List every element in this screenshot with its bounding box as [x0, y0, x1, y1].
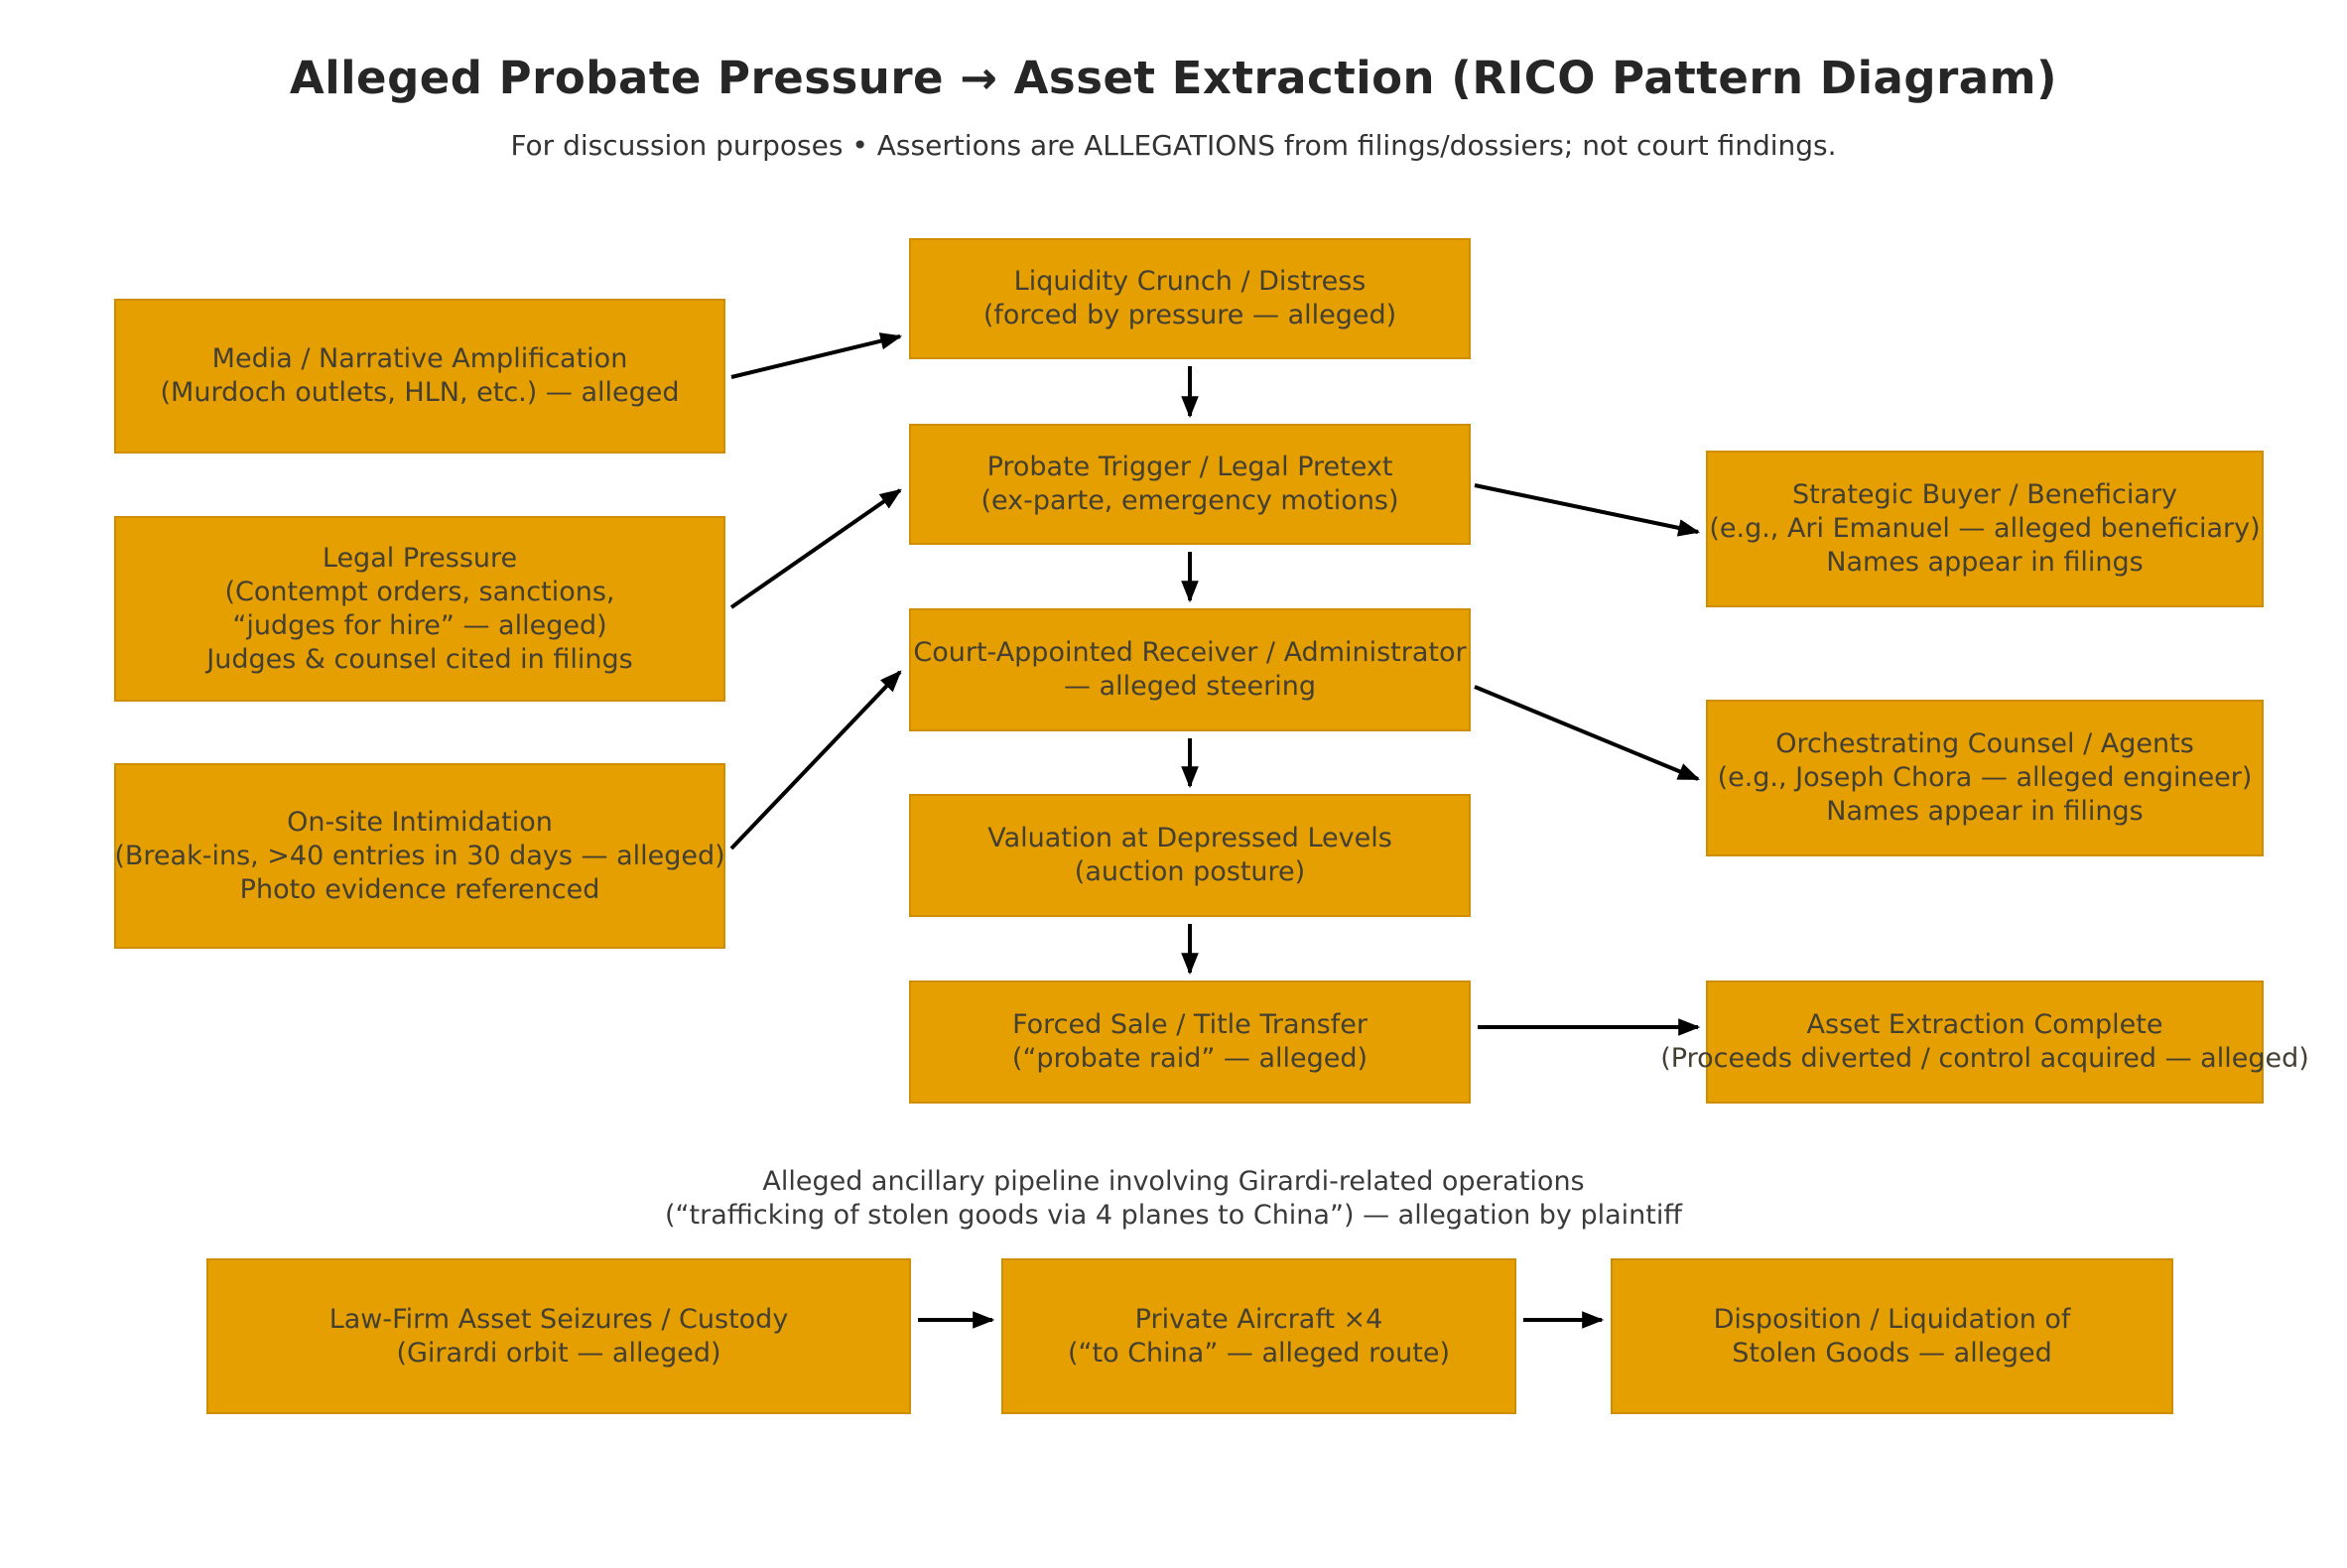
- node-line: (Murdoch outlets, HLN, etc.) — alleged: [160, 377, 680, 408]
- note-line: Alleged ancillary pipeline involving Gir…: [762, 1166, 1585, 1197]
- arrow-receiver-to-orchestrating: [1474, 685, 1701, 781]
- node-line: (Proceeds diverted / control acquired — …: [1660, 1043, 2309, 1074]
- arrow-legal-to-probate: [729, 488, 902, 609]
- node-line: — alleged steering: [1064, 671, 1316, 702]
- node-line: Names appear in filings: [1826, 796, 2144, 827]
- page-subtitle: For discussion purposes • Assertions are…: [510, 129, 1837, 162]
- page-title: Alleged Probate Pressure → Asset Extract…: [289, 52, 2058, 104]
- node-court-appointed-receiver: Court-Appointed Receiver / Administrator…: [909, 608, 1471, 731]
- node-line: Names appear in filings: [1826, 547, 2144, 578]
- arrow-probate-to-strategic: [1474, 483, 1701, 537]
- node-line: (“probate raid” — alleged): [1011, 1043, 1369, 1074]
- node-line: Private Aircraft ×4: [1134, 1303, 1383, 1335]
- node-line: (forced by pressure — alleged): [982, 300, 1397, 330]
- node-legal-pressure: Legal Pressure (Contempt orders, sanctio…: [114, 516, 725, 702]
- node-line: Asset Extraction Complete: [1806, 1009, 2163, 1040]
- node-line: Media / Narrative Amplification: [211, 343, 628, 374]
- node-line: Probate Trigger / Legal Pretext: [986, 452, 1393, 482]
- node-line: (“to China” — alleged route): [1068, 1337, 1450, 1369]
- ancillary-pipeline-note: Alleged ancillary pipeline involving Gir…: [0, 1165, 2347, 1233]
- node-probate-trigger: Probate Trigger / Legal Pretext (ex-part…: [909, 424, 1471, 545]
- node-line: Court-Appointed Receiver / Administrator: [913, 637, 1467, 668]
- node-line: Photo evidence referenced: [239, 873, 600, 905]
- node-line: (Break-ins, >40 entries in 30 days — all…: [114, 840, 725, 871]
- node-line: On-site Intimidation: [287, 806, 553, 838]
- node-onsite-intimidation: On-site Intimidation (Break-ins, >40 ent…: [114, 763, 725, 949]
- node-line: Law-Firm Asset Seizures / Custody: [328, 1303, 789, 1335]
- node-line: (e.g., Ari Emanuel — alleged beneficiary…: [1709, 513, 2261, 544]
- node-valuation-depressed: Valuation at Depressed Levels (auction p…: [909, 794, 1471, 917]
- node-line: Liquidity Crunch / Distress: [1013, 266, 1367, 297]
- node-line: Legal Pressure: [322, 542, 518, 574]
- node-line: Valuation at Depressed Levels: [987, 823, 1392, 853]
- node-line: Disposition / Liquidation of: [1713, 1303, 2071, 1335]
- node-orchestrating-counsel: Orchestrating Counsel / Agents (e.g., Jo…: [1706, 700, 2264, 856]
- node-line: (auction posture): [1074, 856, 1306, 887]
- node-disposition-liquidation: Disposition / Liquidation of Stolen Good…: [1611, 1258, 2173, 1414]
- arrow-onsite-to-receiver: [729, 670, 902, 850]
- node-lawfirm-asset-seizures: Law-Firm Asset Seizures / Custody (Girar…: [206, 1258, 911, 1414]
- node-line: Stolen Goods — alleged: [1732, 1337, 2052, 1369]
- node-asset-extraction-complete: Asset Extraction Complete (Proceeds dive…: [1660, 980, 2309, 1104]
- note-line: (“trafficking of stolen goods via 4 plan…: [665, 1200, 1682, 1231]
- node-forced-sale: Forced Sale / Title Transfer (“probate r…: [909, 980, 1471, 1104]
- node-line: “judges for hire” — alleged): [232, 609, 607, 641]
- node-line: Orchestrating Counsel / Agents: [1775, 728, 2194, 759]
- node-line: Judges & counsel cited in filings: [206, 643, 633, 675]
- node-line: (e.g., Joseph Chora — alleged engineer): [1717, 762, 2253, 793]
- node-strategic-buyer: Strategic Buyer / Beneficiary (e.g., Ari…: [1706, 451, 2264, 607]
- node-media-narrative-amplification: Media / Narrative Amplification (Murdoch…: [114, 299, 725, 454]
- node-liquidity-crunch: Liquidity Crunch / Distress (forced by p…: [909, 238, 1471, 359]
- node-line: Forced Sale / Title Transfer: [1012, 1009, 1368, 1040]
- node-line: (Contempt orders, sanctions,: [224, 576, 615, 607]
- node-line: (ex-parte, emergency motions): [980, 485, 1399, 516]
- node-line: Strategic Buyer / Beneficiary: [1791, 479, 2178, 510]
- node-private-aircraft: Private Aircraft ×4 (“to China” — allege…: [1001, 1258, 1516, 1414]
- node-line: (Girardi orbit — alleged): [396, 1337, 721, 1369]
- arrow-media-to-liquidity: [730, 332, 903, 379]
